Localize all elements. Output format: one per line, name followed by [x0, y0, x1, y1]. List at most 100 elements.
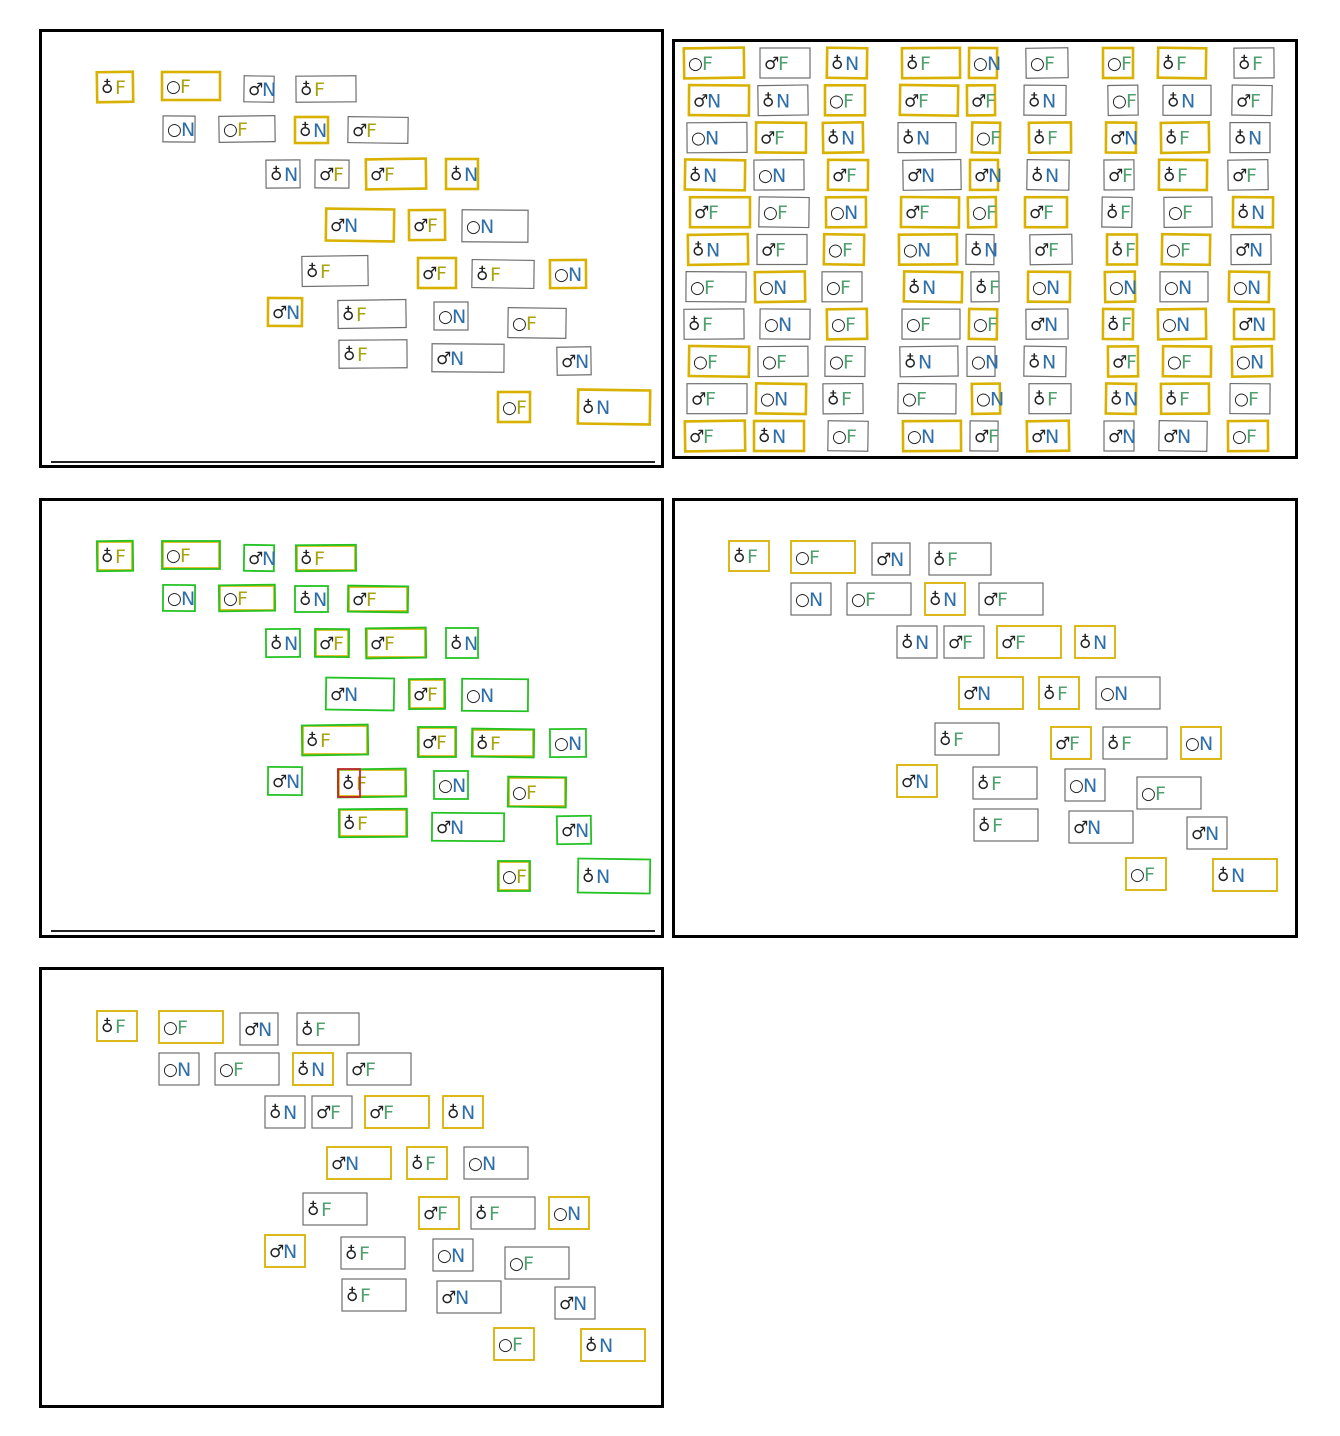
symbol-card[interactable]: ♂N [1186, 816, 1228, 850]
symbol-card[interactable]: ♁F [900, 46, 962, 80]
symbol-card[interactable]: ♂F [898, 83, 960, 118]
symbol-card[interactable]: ♂N [436, 1280, 502, 1314]
symbol-card[interactable]: ♂N [1025, 419, 1071, 453]
symbol-card[interactable]: ○F [687, 344, 751, 379]
symbol-card[interactable]: ♂N [1025, 308, 1069, 340]
symbol-card[interactable]: ♁F [822, 382, 864, 415]
symbol-card[interactable]: ♂F [1106, 344, 1140, 378]
symbol-card[interactable]: ○N [1180, 726, 1222, 760]
symbol-card[interactable]: ♂F [688, 195, 752, 229]
symbol-card[interactable]: ♁F [1159, 382, 1211, 416]
symbol-card[interactable]: ♁F [95, 70, 135, 104]
symbol-card[interactable]: ♂N [1104, 121, 1138, 155]
symbol-card[interactable]: ♁F [972, 766, 1038, 800]
symbol-card[interactable]: ♁F [934, 722, 1000, 756]
symbol-card[interactable]: ○N [433, 301, 469, 331]
symbol-card[interactable]: ♂F [1103, 159, 1135, 191]
symbol-card[interactable]: ○F [758, 196, 810, 229]
symbol-card[interactable]: ○F [161, 540, 221, 570]
symbol-card[interactable]: ♁F [295, 75, 357, 103]
symbol-card[interactable]: ○F [1101, 46, 1135, 80]
symbol-card[interactable]: ○N [753, 159, 805, 191]
symbol-card[interactable]: ♂N [1068, 810, 1134, 844]
symbol-card[interactable]: ♂N [958, 676, 1024, 710]
symbol-card[interactable]: ♂F [346, 584, 410, 614]
symbol-card[interactable]: ○N [967, 46, 1001, 80]
symbol-card[interactable]: ♁F [336, 767, 408, 799]
symbol-card[interactable]: ○N [1159, 271, 1209, 303]
symbol-card[interactable]: ○F [825, 307, 869, 341]
symbol-card[interactable]: ♁N [683, 158, 747, 192]
symbol-card[interactable]: ♁N [1231, 195, 1275, 229]
symbol-card[interactable]: ♁F [1028, 383, 1072, 415]
symbol-card[interactable]: ♁F [728, 540, 770, 572]
symbol-card[interactable]: ○N [1026, 270, 1072, 304]
symbol-card[interactable]: ○N [162, 583, 196, 613]
symbol-card[interactable]: ○F [966, 195, 998, 229]
symbol-card[interactable]: ♁N [686, 232, 750, 267]
symbol-card[interactable]: ♁N [825, 46, 869, 80]
symbol-card[interactable]: ♁F [1156, 46, 1208, 80]
symbol-card[interactable]: ♂N [968, 158, 1002, 192]
symbol-card[interactable]: ○N [1156, 307, 1208, 341]
symbol-card[interactable]: ♂N [902, 158, 962, 191]
symbol-card[interactable]: ○N [1103, 270, 1137, 304]
symbol-card[interactable]: ♁F [337, 807, 409, 839]
symbol-card[interactable]: ♂F [1023, 195, 1069, 229]
symbol-card[interactable]: ♁N [902, 270, 964, 304]
symbol-card[interactable]: ♂N [242, 543, 276, 573]
symbol-card[interactable]: ○N [686, 121, 748, 154]
symbol-card[interactable]: ○F [821, 271, 863, 303]
symbol-card[interactable]: ♂N [1158, 420, 1208, 452]
symbol-card[interactable]: ○F [1226, 419, 1270, 453]
symbol-card[interactable]: ♂F [364, 157, 428, 191]
symbol-card[interactable]: ○N [162, 115, 196, 143]
symbol-card[interactable]: ♁N [757, 84, 809, 117]
symbol-card[interactable]: ♁N [965, 233, 998, 266]
symbol-card[interactable]: ♁F [970, 271, 1000, 303]
symbol-card[interactable]: ○N [432, 1238, 474, 1272]
symbol-card[interactable]: ♂F [754, 121, 808, 155]
symbol-card[interactable]: ♁F [1102, 726, 1168, 760]
symbol-card[interactable]: ○N [754, 382, 808, 416]
symbol-card[interactable]: ○N [433, 770, 469, 800]
symbol-card[interactable]: ♂F [364, 1095, 430, 1129]
symbol-card[interactable]: ○N [548, 1196, 590, 1230]
symbol-card[interactable]: ○F [757, 345, 809, 378]
symbol-card[interactable]: ♁N [1074, 625, 1116, 659]
symbol-card[interactable]: ♂N [896, 764, 938, 798]
symbol-card[interactable]: ○F [822, 232, 866, 267]
symbol-card[interactable]: ○F [685, 270, 747, 303]
symbol-card[interactable]: ♁F [1233, 47, 1275, 79]
symbol-card[interactable]: ♁N [444, 157, 480, 191]
symbol-card[interactable]: ♁N [580, 1328, 646, 1362]
symbol-card[interactable]: ♁F [1101, 196, 1133, 229]
symbol-card[interactable]: ○F [496, 390, 532, 424]
symbol-card[interactable]: ♁F [928, 542, 992, 576]
symbol-card[interactable]: ○F [160, 70, 222, 102]
symbol-card[interactable]: ♁N [1212, 858, 1278, 892]
symbol-card[interactable]: ○N [759, 308, 811, 340]
symbol-card[interactable]: ♁N [294, 585, 329, 613]
symbol-card[interactable]: ♁N [752, 419, 806, 453]
symbol-card[interactable]: ♁F [95, 539, 135, 573]
symbol-card[interactable]: ○N [548, 258, 588, 290]
symbol-card[interactable]: ♂N [687, 83, 751, 117]
symbol-card[interactable]: ♁F [1105, 233, 1139, 266]
symbol-card[interactable]: ○F [682, 46, 746, 80]
symbol-card[interactable]: ○F [827, 420, 869, 452]
symbol-card[interactable]: ♁F [471, 258, 535, 290]
symbol-card[interactable]: ♂F [1227, 159, 1269, 191]
symbol-card[interactable]: ○F [1161, 344, 1213, 378]
symbol-card[interactable]: ♁F [341, 1278, 407, 1312]
symbol-card[interactable]: ♂N [266, 296, 304, 328]
symbol-card[interactable]: ♁N [442, 1095, 484, 1129]
symbol-card[interactable]: ♁N [896, 625, 938, 659]
symbol-card[interactable]: ○F [506, 775, 568, 809]
symbol-card[interactable]: ○N [790, 582, 832, 616]
symbol-card[interactable]: ○F [967, 307, 999, 341]
symbol-card[interactable]: ○F [214, 1052, 280, 1086]
symbol-card[interactable]: ○F [970, 121, 1002, 155]
symbol-card[interactable]: ♁N [265, 159, 301, 189]
symbol-card[interactable]: ○F [1107, 84, 1139, 117]
